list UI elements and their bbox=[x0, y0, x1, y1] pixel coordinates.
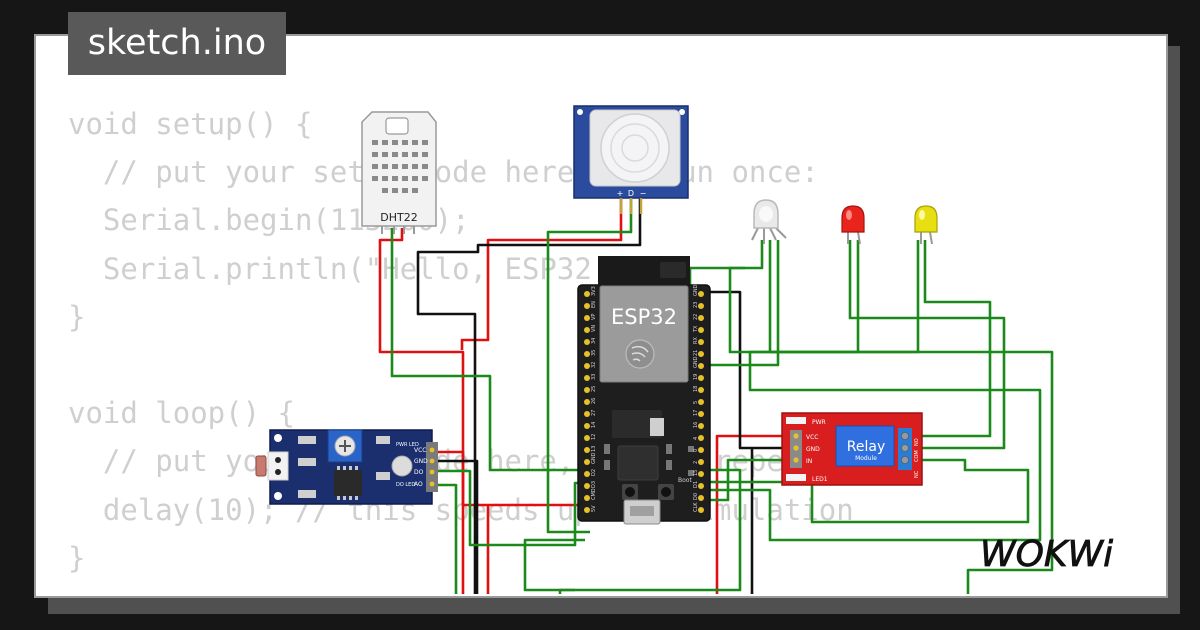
esp32-pin-label: VP bbox=[591, 314, 597, 320]
relay-pin-in: IN bbox=[806, 458, 812, 465]
esp32-pin-label: 33 bbox=[591, 374, 597, 380]
wire-dht-vcc bbox=[378, 228, 465, 594]
esp32-pin-label: GND bbox=[591, 452, 597, 464]
wire-ldr-do bbox=[436, 469, 588, 547]
relay-out-com: COM bbox=[914, 450, 920, 462]
code-line: void setup() { bbox=[68, 107, 313, 141]
pir-pin-out: D bbox=[628, 189, 634, 198]
esp32-pin-label: 4 bbox=[693, 437, 699, 440]
esp32-pin-label: GND bbox=[693, 356, 699, 368]
wire-esp-gnd-relay bbox=[701, 290, 788, 450]
wire-relay-vcc bbox=[715, 434, 788, 594]
esp32-pin-label: CMD bbox=[591, 488, 597, 500]
file-tab-sketch[interactable]: sketch.ino bbox=[68, 12, 286, 75]
esp32-pin-label: 35 bbox=[591, 350, 597, 356]
wire-relay-in bbox=[701, 458, 788, 502]
ldr-pin-ao: AO bbox=[414, 481, 423, 488]
wire-dht-data bbox=[390, 228, 588, 472]
esp32-pin-label: 21 bbox=[693, 350, 699, 356]
esp32-pin-label: 25 bbox=[591, 386, 597, 392]
dht22-sensor[interactable]: DHT22 bbox=[361, 111, 437, 234]
esp32-pin-label: 23 bbox=[693, 302, 699, 308]
wire-yellow-cathode bbox=[728, 240, 920, 354]
wire-ldr-gnd bbox=[436, 459, 479, 594]
esp32-pin-label: D0 bbox=[693, 493, 699, 500]
esp32-pin-label: 16 bbox=[693, 422, 699, 428]
ldr-do-led-label: DO LED bbox=[396, 482, 415, 488]
esp32-pin-label: VN bbox=[591, 325, 597, 332]
wire-rgb-g bbox=[768, 240, 1054, 594]
esp32-pin-label: 0 bbox=[693, 449, 699, 452]
pir-pin-gnd: − bbox=[640, 189, 647, 198]
relay-out-nc: NC bbox=[914, 470, 920, 478]
esp32-devkit[interactable]: ESP32 Boot 3V3 EN VP VN 34 35 bbox=[577, 256, 711, 525]
esp32-pin-label: 19 bbox=[693, 374, 699, 380]
code-line: } bbox=[68, 540, 86, 575]
esp32-pin-label: 5V bbox=[591, 505, 597, 512]
relay-pin-vcc: VCC bbox=[806, 434, 818, 441]
dht22-label: DHT22 bbox=[380, 211, 417, 224]
ldr-pin-do: DO bbox=[414, 469, 424, 476]
esp32-pin-label: D3 bbox=[591, 481, 597, 488]
boot-label: Boot bbox=[678, 477, 692, 484]
wire-ldr-ao bbox=[436, 483, 458, 594]
relay-subtitle: Module bbox=[855, 455, 877, 462]
code-line: void loop() { bbox=[68, 396, 295, 431]
wire-pir-out bbox=[546, 196, 633, 534]
esp32-pin-label: 5 bbox=[693, 401, 699, 404]
wire-red-led bbox=[848, 240, 1006, 450]
esp32-pin-label: 3V3 bbox=[591, 286, 597, 296]
esp32-pin-label: 2 bbox=[693, 461, 699, 464]
esp32-pin-label: 17 bbox=[693, 410, 699, 416]
relay-module[interactable]: PWR LED1 VCC GND IN Relay Module NC COM … bbox=[781, 412, 923, 486]
rgb-led[interactable] bbox=[751, 199, 787, 244]
esp32-pin-label: 15 bbox=[693, 470, 699, 476]
wokwi-logo: WOKWi bbox=[980, 534, 1114, 576]
relay-pin-gnd: GND bbox=[806, 446, 820, 453]
wire-pir-gnd bbox=[416, 196, 642, 594]
esp32-pin-label: 32 bbox=[591, 362, 597, 368]
relay-title: Relay bbox=[847, 439, 885, 455]
relay-pwr-label: PWR bbox=[812, 419, 826, 426]
wire-rgb-b bbox=[701, 240, 780, 367]
wokwi-logo-text: WOKWi bbox=[980, 534, 1113, 575]
ldr-photoresistor-module[interactable]: PWR LED DO LED VCC GND DO AO bbox=[255, 429, 438, 505]
esp32-pin-label: 13 bbox=[591, 446, 597, 452]
ldr-pin-gnd: GND bbox=[414, 458, 428, 465]
esp32-pin-label: 18 bbox=[693, 386, 699, 392]
esp32-pin-label: D1 bbox=[693, 481, 699, 488]
esp32-pin-label: 14 bbox=[591, 422, 597, 428]
wire-esp-loop bbox=[523, 538, 585, 592]
esp32-pin-label: EN bbox=[591, 301, 597, 308]
wire-relay-no bbox=[701, 458, 1030, 524]
esp32-pin-label: GND bbox=[693, 284, 699, 296]
relay-led-label: LED1 bbox=[812, 476, 828, 483]
esp32-pin-label: TX bbox=[693, 325, 699, 333]
esp32-pin-label: 27 bbox=[591, 410, 597, 416]
esp32-chip-label: ESP32 bbox=[611, 305, 677, 329]
esp32-pin-label: 22 bbox=[693, 314, 699, 320]
wires bbox=[378, 196, 1054, 594]
wire-ldr-vcc bbox=[436, 450, 588, 507]
esp32-pin-label: 26 bbox=[591, 398, 597, 404]
esp32-pin-label: 34 bbox=[591, 338, 597, 344]
pir-motion-sensor[interactable]: + D − bbox=[573, 105, 689, 214]
red-led[interactable] bbox=[841, 205, 865, 245]
ldr-pwr-led-label: PWR LED bbox=[396, 442, 419, 448]
esp32-pin-label: RX bbox=[693, 337, 699, 344]
esp32-pin-label: CLK bbox=[693, 502, 699, 512]
wire-yellow-led bbox=[915, 240, 992, 438]
pir-pin-vcc: + bbox=[617, 189, 624, 198]
code-line: } bbox=[68, 299, 86, 334]
yellow-led[interactable] bbox=[914, 205, 938, 245]
relay-out-no: NO bbox=[914, 438, 920, 446]
esp32-pin-label: D2 bbox=[591, 469, 597, 476]
esp32-pin-label: 12 bbox=[591, 434, 597, 440]
ldr-pin-vcc: VCC bbox=[414, 447, 426, 454]
